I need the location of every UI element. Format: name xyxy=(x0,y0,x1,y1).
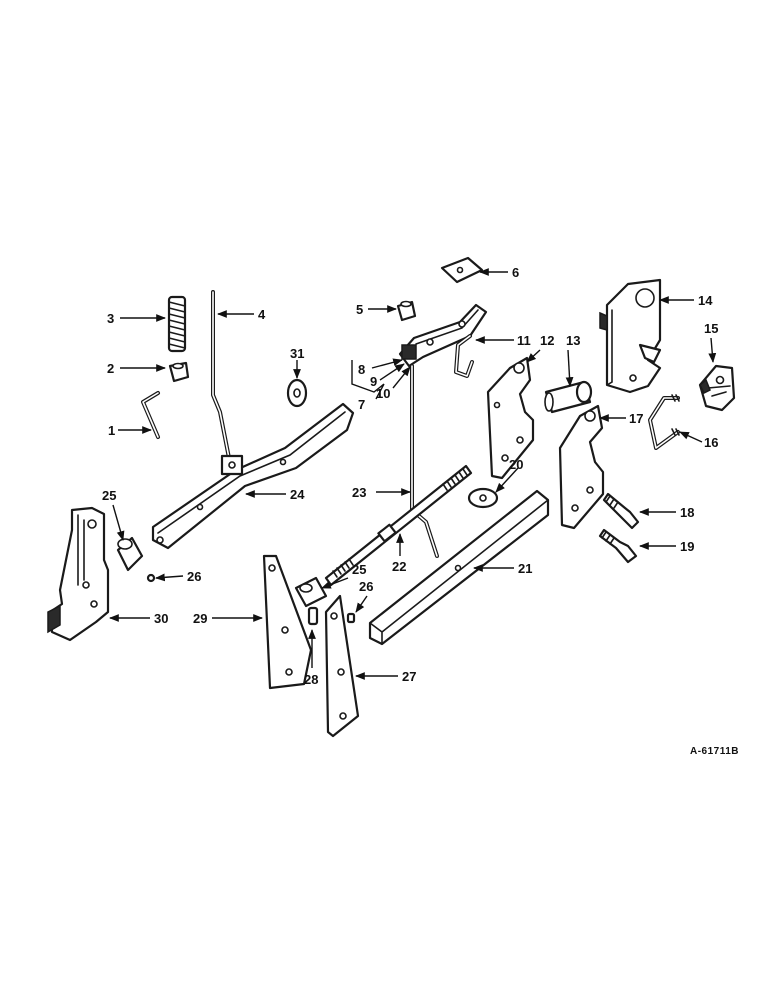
callout-8: 8 xyxy=(358,362,365,377)
callout-1: 1 xyxy=(108,423,115,438)
part-26-ball-left xyxy=(146,573,156,583)
leader-lines xyxy=(109,268,717,680)
callout-22: 22 xyxy=(392,559,406,574)
part-1-bent-pin xyxy=(141,391,160,439)
callout-5: 5 xyxy=(356,302,363,317)
callout-26-left: 26 xyxy=(187,569,201,584)
callout-17: 17 xyxy=(629,411,643,426)
part-30-bracket xyxy=(47,506,110,642)
callout-31: 31 xyxy=(290,346,304,361)
callout-9: 9 xyxy=(370,374,377,389)
part-21-bar xyxy=(368,489,550,646)
callout-12: 12 xyxy=(540,333,554,348)
part-31-washer xyxy=(286,378,308,408)
callout-13: 13 xyxy=(566,333,580,348)
callout-3: 3 xyxy=(107,311,114,326)
callout-18: 18 xyxy=(680,505,694,520)
part-2-nut xyxy=(168,361,190,383)
callout-29: 29 xyxy=(193,611,207,626)
callout-21: 21 xyxy=(518,561,532,576)
callout-7: 7 xyxy=(358,397,365,412)
part-16-u-bolt xyxy=(648,394,680,450)
part-15-clamp xyxy=(698,364,736,412)
part-19-bolt xyxy=(598,528,638,564)
callout-2: 2 xyxy=(107,361,114,376)
callout-25-right: 25 xyxy=(352,562,366,577)
part-5-collar xyxy=(396,300,417,322)
part-3-spring xyxy=(167,295,187,353)
callout-4: 4 xyxy=(258,307,266,322)
callout-20: 20 xyxy=(509,457,523,472)
callout-19: 19 xyxy=(680,539,694,554)
reference-number: A-61711B xyxy=(690,746,739,757)
part-26-pin-right xyxy=(346,612,356,624)
callout-25-left: 25 xyxy=(102,488,116,503)
part-13-pin xyxy=(544,380,593,414)
part-6-plate xyxy=(440,256,484,284)
callout-28: 28 xyxy=(304,672,318,687)
callout-24: 24 xyxy=(290,487,305,502)
part-24-lift-arm xyxy=(151,402,355,550)
part-8-9-10-linkage xyxy=(398,303,488,368)
callout-14: 14 xyxy=(698,293,713,308)
part-27-plate xyxy=(324,594,360,738)
callout-16: 16 xyxy=(704,435,718,450)
part-28-pin xyxy=(307,606,319,626)
part-18-bolt xyxy=(602,492,640,530)
part-12-side-plate xyxy=(486,356,535,480)
part-17-side-plate xyxy=(558,404,605,530)
callout-27: 27 xyxy=(402,669,416,684)
part-11-hook-clip xyxy=(454,334,474,378)
part-25-bushing-right xyxy=(294,576,328,608)
part-25-bushing-left xyxy=(116,536,144,572)
callout-11: 11 xyxy=(517,333,531,348)
part-20-washer xyxy=(467,487,499,509)
callout-labels: 1 2 3 4 5 6 7 8 9 10 11 12 13 14 15 16 1… xyxy=(102,265,718,687)
part-29-plate xyxy=(262,554,313,690)
part-14-bracket xyxy=(599,278,662,394)
callout-26-right: 26 xyxy=(359,579,373,594)
callout-15: 15 xyxy=(704,321,718,336)
callout-30: 30 xyxy=(154,611,168,626)
callout-23: 23 xyxy=(352,485,366,500)
callout-6: 6 xyxy=(512,265,519,280)
callout-10: 10 xyxy=(376,386,390,401)
part-4-rod xyxy=(211,290,231,460)
part-23-rod xyxy=(410,364,439,558)
